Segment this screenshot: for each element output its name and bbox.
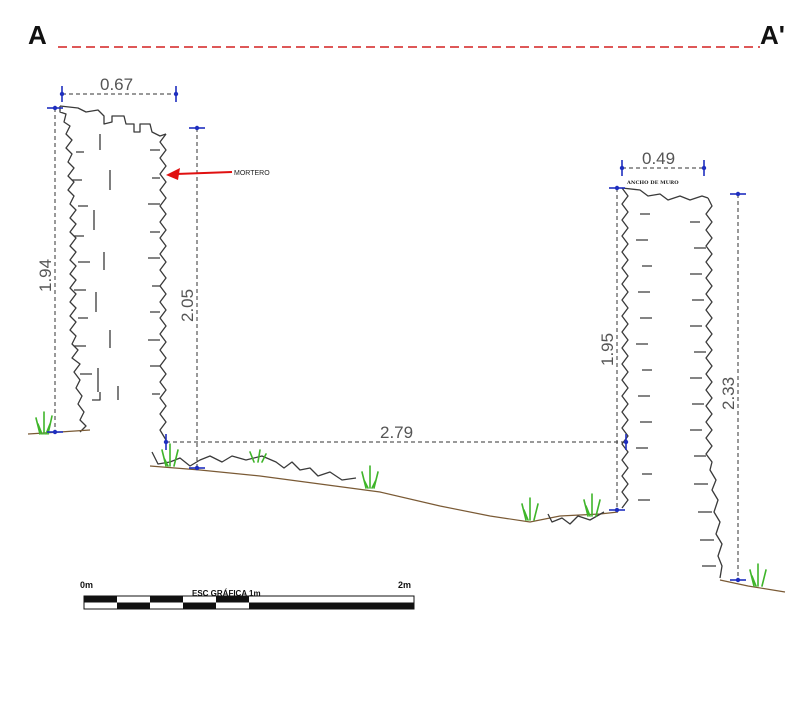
grass-icon (521, 497, 539, 521)
mortar-annotation: MORTERO (166, 168, 270, 180)
dim-gap-label: 2.79 (380, 423, 413, 442)
dim-right-outer-height: 2.33 (719, 191, 746, 583)
scale-end-label: 2m (398, 580, 411, 590)
dim-left-outer-height-label: 1.94 (36, 259, 55, 292)
dim-left-width: 0.67 (59, 75, 179, 102)
dim-left-inner-height: 2.05 (178, 125, 205, 471)
grass-icon (161, 443, 179, 467)
ground-profile (27, 429, 786, 593)
dim-right-width-label: 0.49 (642, 149, 675, 168)
grass-icon (249, 449, 267, 463)
scale-title: ESC GRÁFICA 1m (192, 589, 261, 598)
arrow-left-icon (166, 168, 180, 180)
right-wall (621, 187, 723, 579)
wall-width-label: ANCHO DE MURO (626, 180, 679, 186)
dim-right-inner-height: 1.95 (598, 185, 625, 513)
dim-right-width: 0.49 ANCHO DE MURO (619, 149, 707, 186)
grass-icon (749, 563, 767, 587)
section-end-label: A' (760, 20, 785, 50)
dim-right-outer-height-label: 2.33 (719, 377, 738, 410)
grass-icon (35, 411, 53, 435)
mortar-label: MORTERO (234, 170, 270, 177)
grass-icon (361, 465, 379, 489)
scale-bar: 0m ESC GRÁFICA 1m 2m (80, 580, 415, 610)
dim-left-outer-height: 1.94 (36, 105, 63, 435)
dim-gap: 2.79 (163, 423, 629, 450)
grass-icon (583, 493, 601, 517)
dim-right-inner-height-label: 1.95 (598, 333, 617, 366)
dim-left-inner-height-label: 2.05 (178, 289, 197, 322)
left-wall (59, 105, 167, 441)
vegetation (35, 411, 767, 587)
scale-start-label: 0m (80, 580, 93, 590)
dim-left-width-label: 0.67 (100, 75, 133, 94)
section-start-label: A (28, 20, 47, 50)
